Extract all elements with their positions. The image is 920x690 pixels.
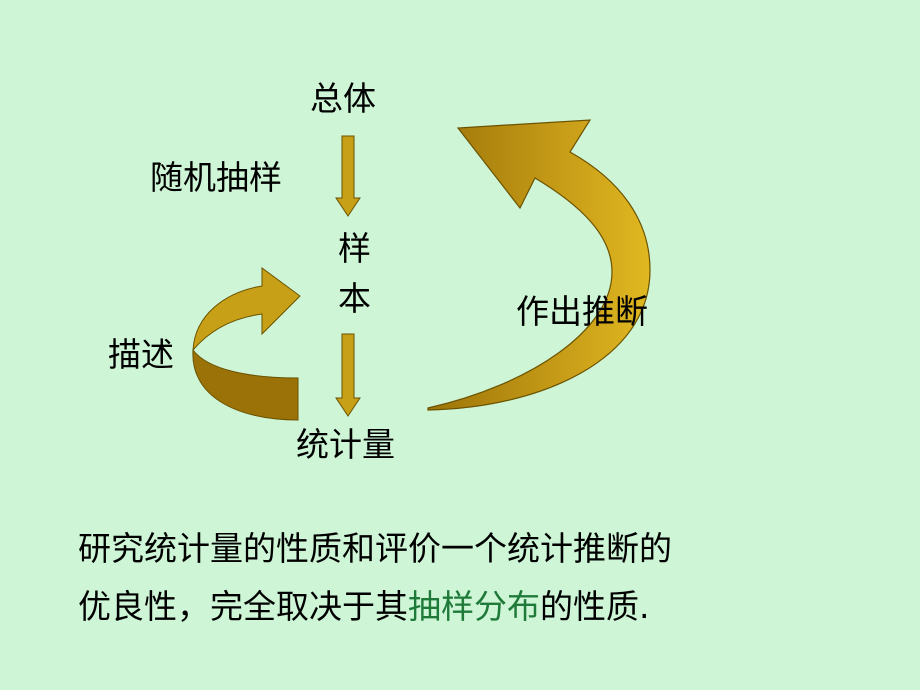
caption-text: 研究统计量的性质和评价一个统计推断的 优良性，完全取决于其抽样分布的性质. (78, 520, 672, 636)
caption-line-1: 研究统计量的性质和评价一个统计推断的 (78, 529, 672, 568)
down-arrow-sample-to-statistic (335, 333, 361, 417)
down-arrow-population-to-sample (335, 135, 361, 217)
caption-line-2-end: 的性质. (540, 587, 650, 626)
describe-curved-arrow (192, 267, 301, 421)
inference-label: 作出推断 (516, 292, 648, 331)
sampling-distribution-highlight: 抽样分布 (408, 587, 540, 626)
caption-line-2-start: 优良性，完全取决于其 (78, 587, 408, 626)
sample-label-line1: 样 (338, 229, 371, 268)
statistic-label: 统计量 (296, 425, 395, 464)
inference-curved-arrow (427, 119, 651, 411)
random-sampling-label: 随机抽样 (150, 158, 282, 197)
population-label: 总体 (310, 79, 376, 118)
flow-diagram (192, 119, 651, 421)
sample-label-line2: 本 (338, 279, 371, 318)
describe-label: 描述 (108, 335, 174, 374)
caption-line-2: 优良性，完全取决于其抽样分布的性质. (78, 578, 672, 636)
